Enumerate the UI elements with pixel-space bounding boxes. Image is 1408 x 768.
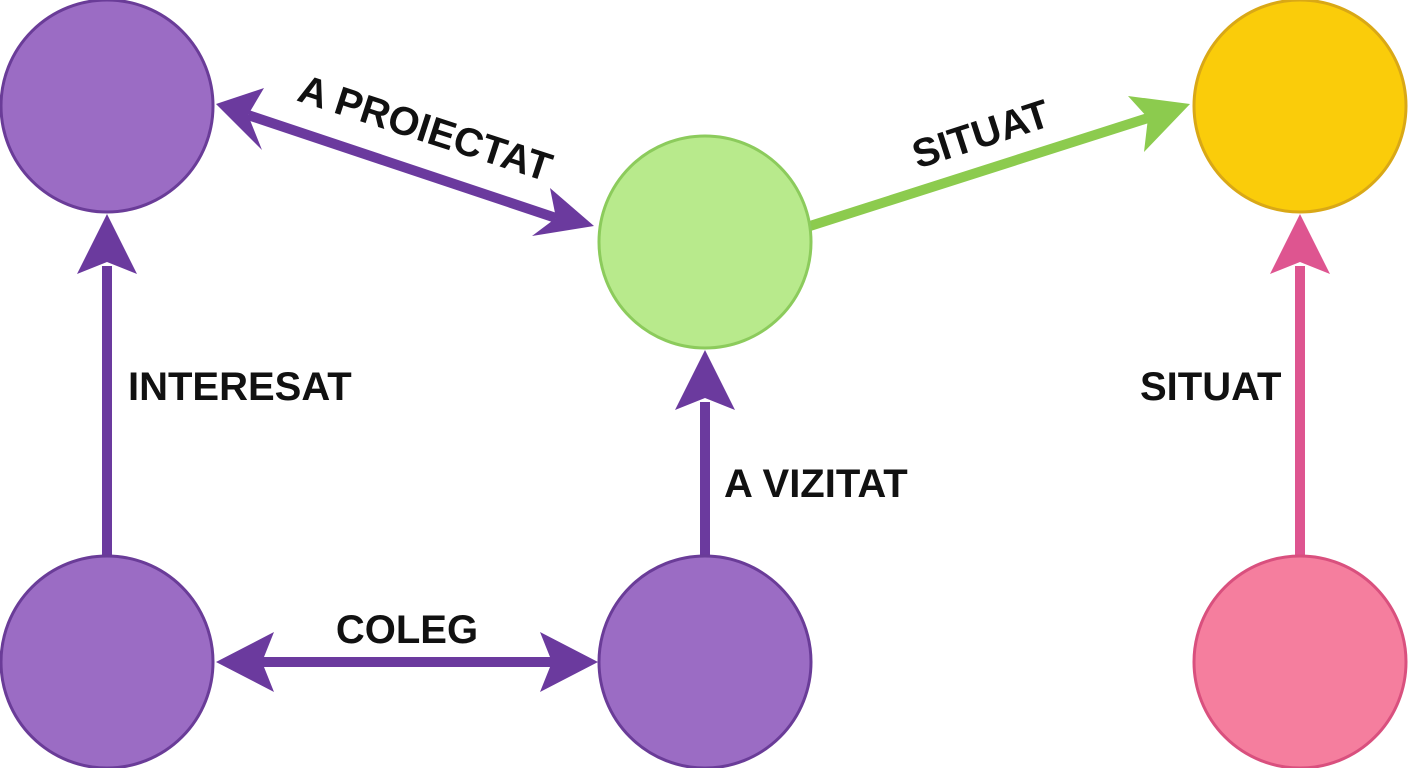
node-top-right[interactable] <box>1192 0 1408 214</box>
arrowhead-coleg-start <box>216 632 274 692</box>
node-bottom-center[interactable] <box>597 554 813 768</box>
edge-label-situat-pink: SITUAT <box>1140 365 1281 409</box>
arrowhead-situat-pink <box>1270 214 1330 274</box>
arrowhead-a-proiectat-start <box>216 88 264 150</box>
arrowhead-a-proiectat-end <box>532 188 594 236</box>
edge-label-interesat: INTERESAT <box>128 365 352 409</box>
node-center[interactable] <box>597 134 813 350</box>
edge-line-a-proiectat <box>246 110 558 223</box>
arrowhead-interesat <box>77 214 137 274</box>
arrowhead-coleg-end <box>540 632 598 692</box>
arrowhead-situat-green <box>1128 96 1190 152</box>
edge-label-coleg: COLEG <box>336 608 478 652</box>
node-bottom-left[interactable] <box>0 554 215 768</box>
node-top-left[interactable] <box>0 0 215 214</box>
edge-label-a-vizitat: A VIZITAT <box>724 462 908 506</box>
arrowhead-a-vizitat <box>675 350 735 410</box>
edge-label-situat-green: SITUAT <box>907 92 1055 178</box>
edges <box>102 110 1305 667</box>
edge-line-situat-green <box>808 113 1150 231</box>
node-bottom-right[interactable] <box>1192 554 1408 768</box>
arrowheads <box>77 88 1330 692</box>
